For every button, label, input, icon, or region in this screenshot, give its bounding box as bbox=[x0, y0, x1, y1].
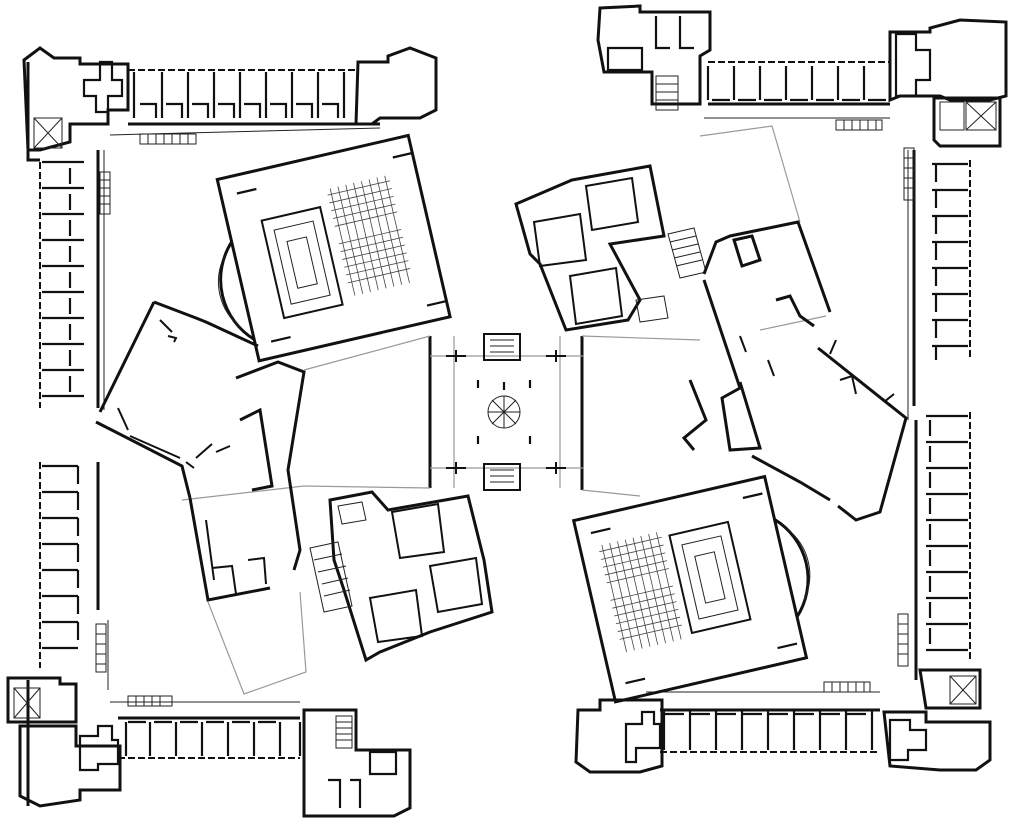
west-auditorium bbox=[215, 133, 452, 363]
east-rooms-top-row bbox=[706, 66, 892, 102]
west-lower-classroom-block bbox=[309, 490, 494, 663]
west-rooms-bottom-row bbox=[124, 720, 302, 756]
east-rooms-bottom-row bbox=[662, 710, 874, 750]
west-corner-towers bbox=[6, 46, 438, 818]
central-entrance-hall bbox=[303, 333, 701, 497]
west-corridor-stairs bbox=[95, 133, 197, 707]
east-wedge-building bbox=[681, 220, 908, 522]
east-corner-towers bbox=[574, 4, 1008, 774]
east-rooms-right-column bbox=[926, 162, 968, 652]
east-corridor-stairs bbox=[823, 119, 915, 693]
west-rooms-left-column bbox=[42, 160, 84, 650]
west-wedge-building bbox=[95, 300, 307, 695]
east-upper-classroom-block bbox=[514, 125, 801, 332]
west-ring-corridor bbox=[26, 62, 381, 806]
east-auditorium bbox=[571, 474, 811, 704]
west-rooms-top-row bbox=[132, 72, 346, 118]
east-ring-corridor bbox=[646, 61, 971, 753]
